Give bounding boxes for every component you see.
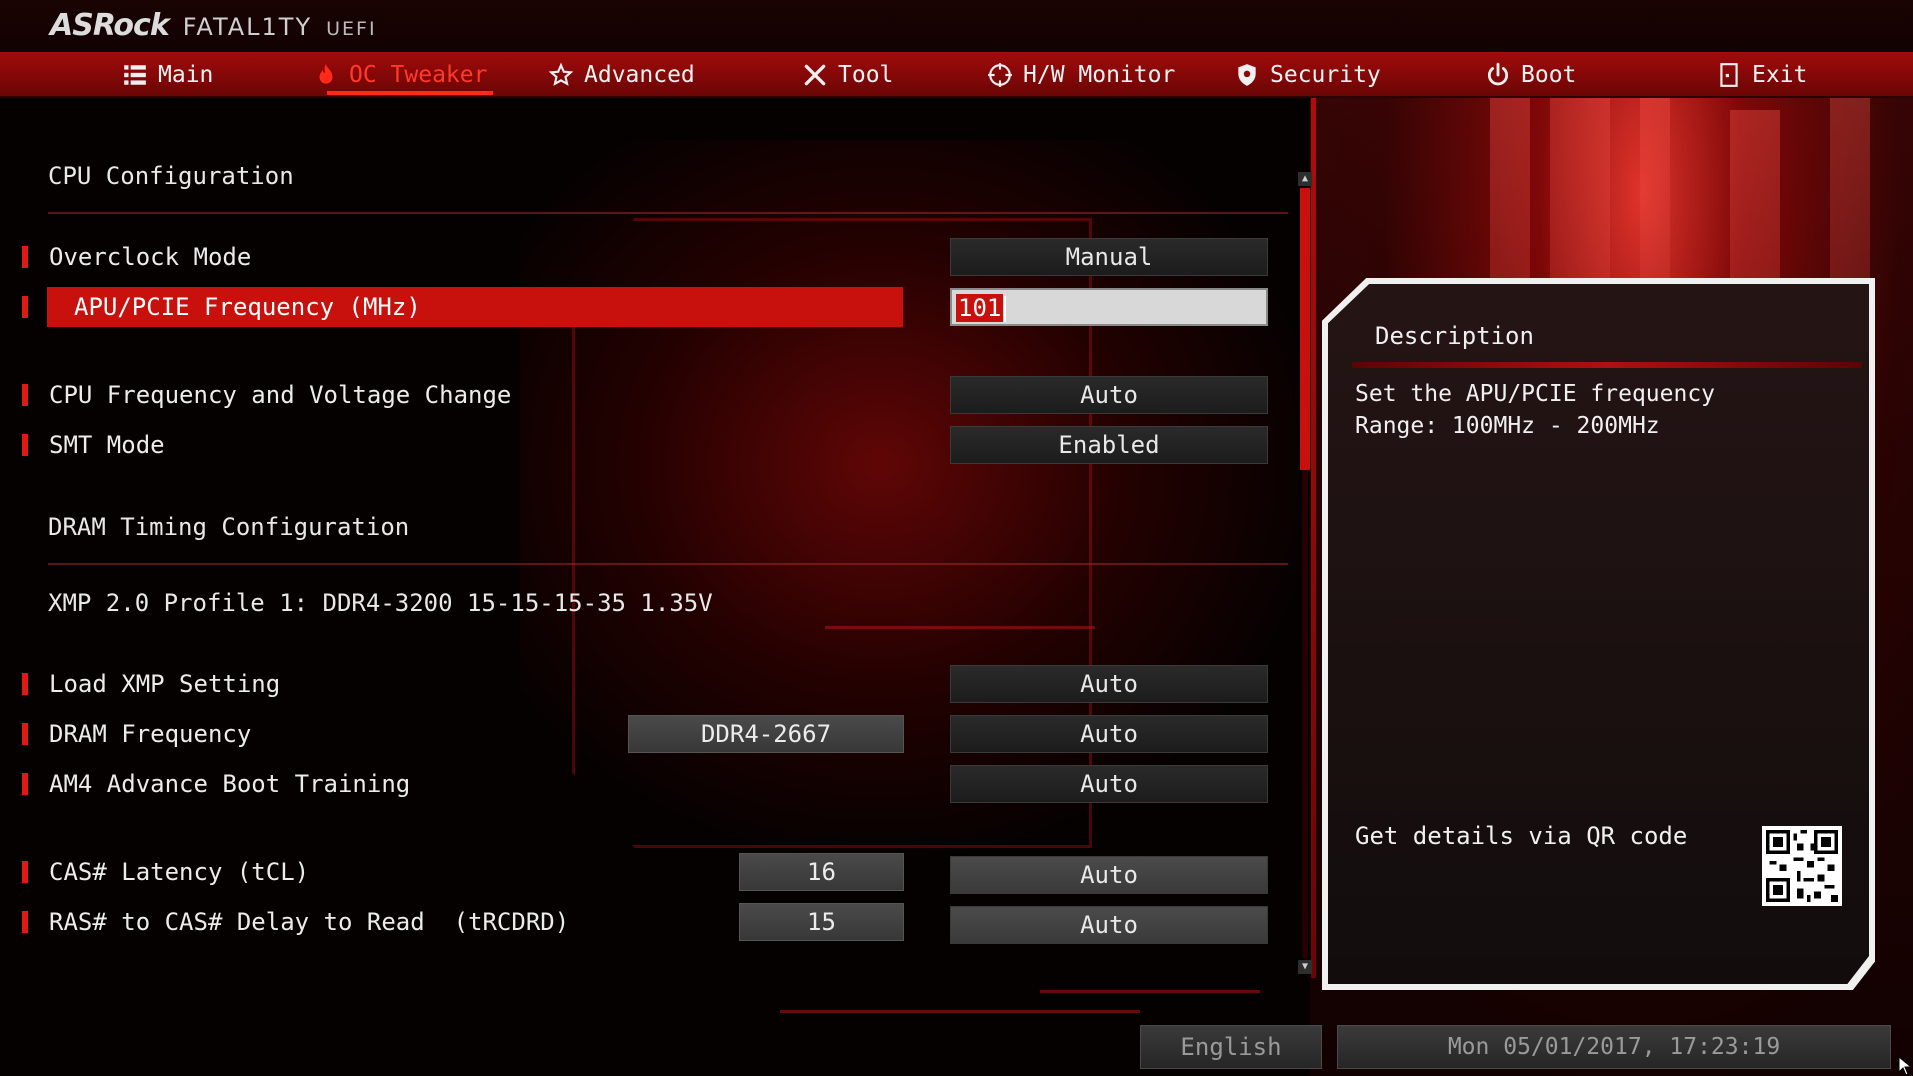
cpu-section-title: CPU Configuration xyxy=(48,162,294,190)
tab-hw-monitor[interactable]: H/W Monitor xyxy=(987,52,1175,98)
dram-frequency-select[interactable]: Auto xyxy=(950,715,1268,753)
row-cpu-frequency-voltage[interactable]: CPU Frequency and Voltage Change Auto xyxy=(0,375,1290,415)
tab-label: Security xyxy=(1270,62,1381,88)
setting-label: CAS# Latency (tCL) xyxy=(49,858,310,886)
decorative-frame xyxy=(572,218,1092,848)
language-button[interactable]: English xyxy=(1140,1025,1322,1069)
tab-boot[interactable]: Boot xyxy=(1485,52,1576,98)
scroll-down-icon[interactable]: ▼ xyxy=(1298,960,1312,974)
logo: ASRock FATAL1TY UEFI xyxy=(50,8,377,44)
scroll-thumb[interactable] xyxy=(1300,188,1310,470)
exit-icon xyxy=(1720,63,1738,87)
scroll-track[interactable] xyxy=(1302,188,1308,958)
tab-label: OC Tweaker xyxy=(349,62,488,88)
ras-to-cas-select[interactable]: Auto xyxy=(950,906,1268,944)
qr-code-icon xyxy=(1762,826,1842,906)
datetime-display: Mon 05/01/2017, 17:23:19 xyxy=(1337,1025,1891,1069)
apu-pcie-frequency-input[interactable]: 101 xyxy=(950,288,1268,326)
overclock-mode-select[interactable]: Manual xyxy=(950,238,1268,276)
description-line-2: Range: 100MHz - 200MHz xyxy=(1355,413,1660,439)
setting-label: SMT Mode xyxy=(49,431,165,459)
tab-security[interactable]: Security xyxy=(1234,52,1381,98)
xmp-profile-info: XMP 2.0 Profile 1: DDR4-3200 15-15-15-35… xyxy=(48,589,713,617)
description-title: Description xyxy=(1375,322,1534,350)
row-am4-advance-boot-training[interactable]: AM4 Advance Boot Training Auto xyxy=(0,764,1290,804)
decorative-line xyxy=(780,1010,1140,1013)
tab-label: Main xyxy=(158,62,214,88)
setting-label: APU/PCIE Frequency (MHz) xyxy=(47,287,903,327)
tab-main[interactable]: Main xyxy=(122,52,213,98)
row-dram-frequency[interactable]: DRAM Frequency DDR4-2667 Auto xyxy=(0,714,1290,754)
shield-icon xyxy=(1238,64,1256,86)
tab-label: Advanced xyxy=(584,62,695,88)
tab-label: H/W Monitor xyxy=(1023,62,1176,88)
scroll-up-icon[interactable]: ▲ xyxy=(1298,172,1312,186)
row-ras-to-cas-delay[interactable]: RAS# to CAS# Delay to Read (tRCDRD) 15 A… xyxy=(0,902,1290,944)
input-value: 101 xyxy=(956,294,1004,322)
logo-uefi: UEFI xyxy=(326,18,377,40)
row-marker xyxy=(22,861,28,883)
cpu-frequency-voltage-select[interactable]: Auto xyxy=(950,376,1268,414)
row-marker xyxy=(22,723,28,745)
am4-boot-training-select[interactable]: Auto xyxy=(950,765,1268,803)
description-line-1: Set the APU/PCIE frequency xyxy=(1355,381,1716,407)
cas-latency-current: 16 xyxy=(739,853,904,891)
crosshair-icon xyxy=(988,63,1012,87)
text-caret xyxy=(1004,296,1007,322)
panel-divider xyxy=(1311,98,1316,978)
qr-label: Get details via QR code xyxy=(1355,822,1688,850)
tools-icon xyxy=(804,64,826,86)
dram-frequency-current: DDR4-2667 xyxy=(628,715,904,753)
description-separator xyxy=(1352,362,1862,368)
cas-latency-select[interactable]: Auto xyxy=(950,856,1268,894)
description-panel: Description Set the APU/PCIE frequency R… xyxy=(1322,278,1875,990)
setting-label: AM4 Advance Boot Training xyxy=(49,770,411,798)
setting-label: Load XMP Setting xyxy=(49,670,281,698)
tab-label: Tool xyxy=(838,62,894,88)
setting-label: CPU Frequency and Voltage Change xyxy=(49,381,512,409)
setting-label: DRAM Frequency xyxy=(49,720,252,748)
section-divider xyxy=(48,212,1288,214)
tab-exit[interactable]: Exit xyxy=(1716,52,1807,98)
row-marker xyxy=(22,673,28,695)
star-icon xyxy=(548,62,574,86)
ras-to-cas-current: 15 xyxy=(739,903,904,941)
list-icon xyxy=(124,65,146,85)
row-smt-mode[interactable]: SMT Mode Enabled xyxy=(0,425,1290,465)
smt-mode-select[interactable]: Enabled xyxy=(950,426,1268,464)
row-marker xyxy=(22,246,28,268)
row-load-xmp-setting[interactable]: Load XMP Setting Auto xyxy=(0,664,1290,704)
dram-section-title: DRAM Timing Configuration xyxy=(48,513,410,541)
logo-series: FATAL1TY xyxy=(182,13,313,41)
row-apu-pcie-frequency[interactable]: APU/PCIE Frequency (MHz) 101 xyxy=(0,287,1290,327)
description-text: Set the APU/PCIE frequency Range: 100MHz… xyxy=(1355,378,1715,442)
tab-oc-tweaker[interactable]: OC Tweaker xyxy=(313,52,494,98)
tab-label: Exit xyxy=(1752,62,1808,88)
tab-tool[interactable]: Tool xyxy=(802,52,893,98)
setting-label: RAS# to CAS# Delay to Read (tRCDRD) xyxy=(49,908,570,936)
section-divider xyxy=(48,563,1288,565)
row-marker xyxy=(22,384,28,406)
decorative-line xyxy=(825,626,1095,629)
nav-bar: Main OC Tweaker Advanced Tool H/W Monito… xyxy=(0,52,1913,98)
power-icon xyxy=(1487,62,1509,86)
row-marker xyxy=(22,911,28,933)
logo-brand: ASRock xyxy=(50,8,170,43)
setting-label: Overclock Mode xyxy=(49,243,252,271)
mouse-cursor-icon xyxy=(1898,1056,1912,1076)
flame-icon xyxy=(319,64,333,84)
load-xmp-select[interactable]: Auto xyxy=(950,665,1268,703)
row-marker xyxy=(22,773,28,795)
header: ASRock FATAL1TY UEFI xyxy=(0,0,1913,52)
settings-scrollbar[interactable]: ▲ ▼ xyxy=(1298,172,1312,974)
row-marker xyxy=(22,434,28,456)
decorative-line xyxy=(1040,990,1260,993)
row-marker xyxy=(22,296,28,318)
tab-advanced[interactable]: Advanced xyxy=(548,52,695,98)
row-cas-latency[interactable]: CAS# Latency (tCL) 16 Auto xyxy=(0,852,1290,894)
tab-label: Boot xyxy=(1521,62,1577,88)
row-overclock-mode[interactable]: Overclock Mode Manual xyxy=(0,237,1290,277)
